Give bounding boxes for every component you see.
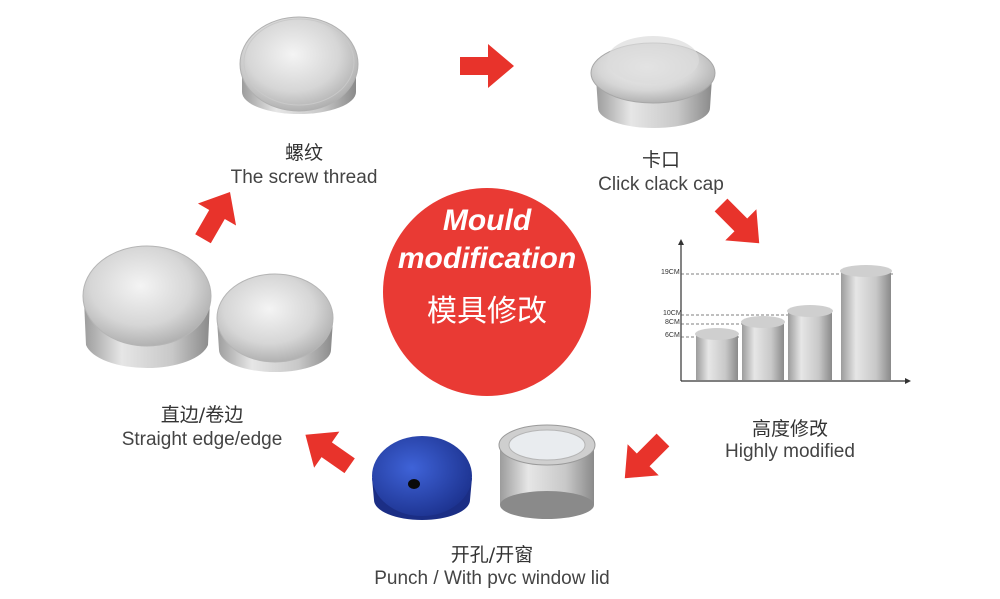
- center-title-cn: 模具修改: [427, 294, 547, 329]
- straight-edge-label-en: Straight edge/edge: [121, 429, 283, 450]
- height-chart: [678, 239, 911, 384]
- click-clack-label-en: Click clack cap: [598, 174, 724, 195]
- punch-window-label-en: Punch / With pvc window lid: [374, 568, 610, 589]
- center-title-line1: Mould: [442, 204, 532, 237]
- tick-label-10cm: 10CM: [663, 310, 682, 317]
- up-right-arrow-icon: [195, 192, 237, 244]
- click-clack-tin: [590, 36, 716, 128]
- screw-thread-tin: [239, 16, 359, 114]
- mould-modification-circle: Mould modification 模具修改: [383, 188, 591, 396]
- tick-label-6cm: 6CM: [665, 332, 680, 339]
- center-title-line2: modification: [397, 242, 577, 275]
- screw-thread-label-cn: 螺纹: [284, 142, 323, 164]
- punched-blue-lid: [372, 436, 472, 520]
- tick-label-19cm: 19CM: [661, 269, 680, 276]
- rolled-edge-tin-small: [216, 273, 334, 372]
- down-left-arrow-icon: [624, 433, 670, 479]
- height-modified-label-en: Highly modified: [725, 441, 855, 462]
- tick-label-8cm: 8CM: [665, 319, 680, 326]
- down-right-arrow-icon: [714, 198, 760, 244]
- height-modified-label-cn: 高度修改: [751, 418, 828, 440]
- click-clack-label-cn: 卡口: [641, 149, 680, 171]
- window-lid-tin: [498, 424, 596, 519]
- left-arrow-icon: [305, 431, 355, 474]
- screw-thread-label-en: The screw thread: [230, 167, 378, 188]
- punch-window-label-cn: 开孔/开窗: [450, 544, 534, 566]
- straight-edge-label-cn: 直边/卷边: [160, 404, 244, 426]
- right-arrow-icon: [460, 44, 514, 88]
- straight-edge-tin-large: [82, 245, 212, 368]
